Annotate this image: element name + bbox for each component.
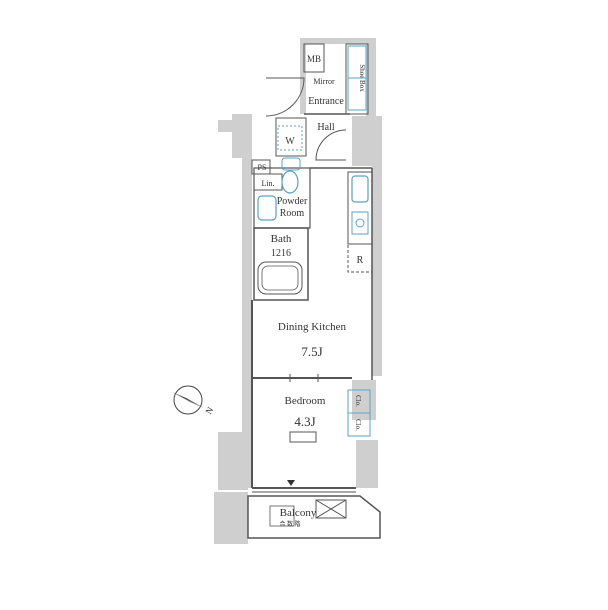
north-arrow-icon: N <box>172 385 216 416</box>
label-hall: Hall <box>317 122 334 133</box>
basin <box>257 195 277 221</box>
label-balcony-note: 合 数 階 <box>279 520 300 528</box>
label-balcony: Balcony <box>280 507 317 519</box>
interior-lines <box>247 43 381 539</box>
label-bedroom: Bedroom <box>285 395 326 407</box>
label-mirror: Mirror <box>313 77 335 86</box>
label-mb: MB <box>307 54 321 64</box>
label-lin: Lin. <box>261 179 274 188</box>
label-powder-1: Powder <box>277 196 308 207</box>
label-closet-a: Clo. <box>354 395 362 407</box>
label-ps: PS <box>258 163 267 172</box>
fixtures <box>257 45 371 437</box>
label-w: W <box>285 136 295 147</box>
label-bath-1: Bath <box>271 233 292 245</box>
washer <box>277 125 303 151</box>
label-bedroom-size: 4.3J <box>294 414 315 429</box>
label-entrance: Entrance <box>308 96 344 107</box>
label-closet-b: Clo. <box>354 419 362 431</box>
kitchen-sink <box>351 175 369 203</box>
label-dk-size: 7.5J <box>301 344 322 359</box>
label-shoe-box: Shoe Box <box>358 64 366 92</box>
window-marker <box>287 480 295 486</box>
label-bath-2: 1216 <box>271 248 291 259</box>
label-powder-2: Room <box>280 208 305 219</box>
label-dining-kitchen: Dining Kitchen <box>278 321 347 333</box>
toilet-icon <box>281 170 299 194</box>
room-labels: MB Mirror Shoe Box Entrance Hall W PS Li… <box>258 54 366 528</box>
compass-label: N <box>203 405 215 416</box>
stove <box>351 211 369 235</box>
label-r: R <box>357 255 364 266</box>
